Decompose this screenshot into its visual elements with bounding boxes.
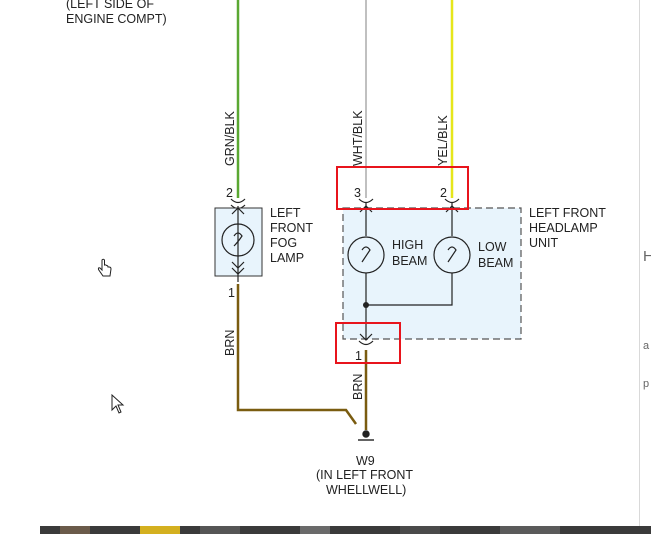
fog-label-line1: LEFT (270, 206, 301, 220)
top-note-line2: ENGINE COMPT) (66, 12, 167, 26)
low-beam-line2: BEAM (478, 256, 513, 270)
bottom-thumbnail-strip (0, 526, 651, 534)
hand-cursor-icon (97, 258, 112, 277)
brown-wire-fog-label: BRN (223, 330, 237, 356)
adjacent-letter-p: p (643, 378, 650, 390)
top-note-line1: (LEFT SIDE OF (66, 0, 154, 11)
headlamp-label-line1: LEFT FRONT (529, 206, 606, 220)
junction-dot (363, 302, 369, 308)
headlamp-label-line3: UNIT (529, 236, 559, 250)
fog-label-line4: LAMP (270, 251, 304, 265)
brown-wire-headlamp-label: BRN (351, 374, 365, 400)
head-pin-white: 3 (354, 186, 361, 200)
ground-line1: (IN LEFT FRONT (316, 468, 413, 482)
fog-label-line3: FOG (270, 236, 297, 250)
brown-wire-fog (236, 284, 358, 425)
headlamp-label-line2: HEADLAMP (529, 221, 598, 235)
green-wire-label: GRN/BLK (223, 110, 237, 166)
head-pin-ground: 1 (355, 349, 362, 363)
highlight-box-top (336, 166, 469, 210)
fog-pin-bottom: 1 (228, 286, 235, 300)
head-connector-bottom (358, 340, 374, 346)
low-beam-line1: LOW (478, 240, 507, 254)
highlight-box-bottom (335, 322, 401, 364)
high-beam-line1: HIGH (392, 238, 423, 252)
fog-label-line2: FRONT (270, 221, 313, 235)
headlamp-unit-box (342, 207, 522, 340)
arrow-cursor-icon (111, 394, 125, 414)
adjacent-panel-edge (639, 0, 651, 534)
ground-line2: WHELLWELL) (326, 483, 406, 497)
ground-symbol (358, 430, 374, 441)
yellow-wire-label: YEL/BLK (436, 115, 450, 166)
head-pin-yellow: 2 (440, 186, 447, 200)
white-wire-label: WHT/BLK (351, 110, 365, 166)
fog-pin-top: 2 (226, 186, 233, 200)
high-beam-line2: BEAM (392, 254, 427, 268)
adjacent-letter-a: a (643, 340, 650, 352)
adjacent-letter-h: H (643, 248, 651, 265)
fog-lamp-symbol (221, 206, 255, 282)
ground-name: W9 (356, 454, 375, 468)
